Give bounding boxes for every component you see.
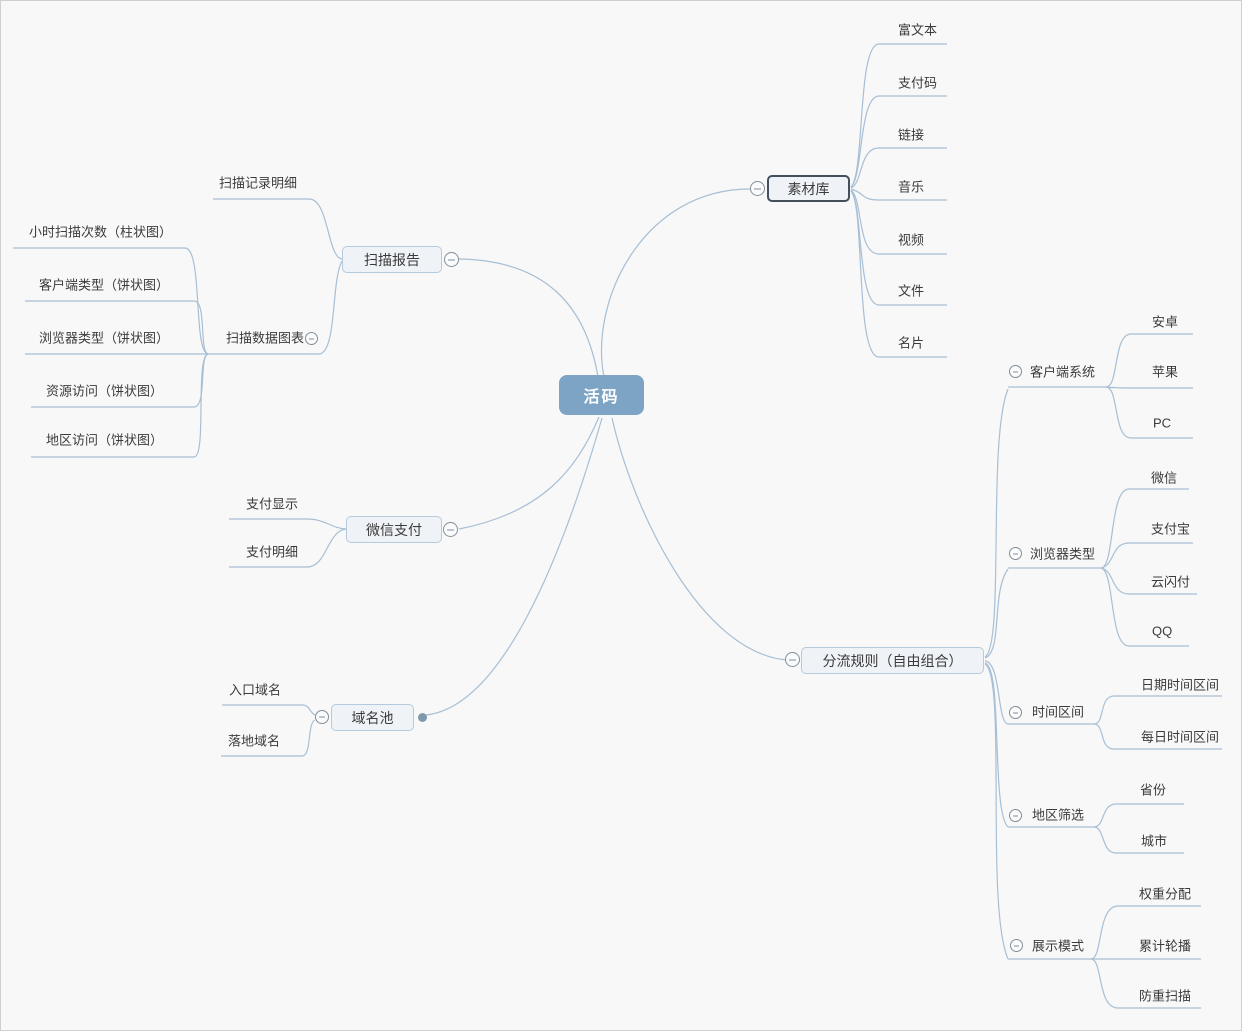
collapse-icon-region-filter[interactable] <box>1009 809 1022 822</box>
node-payment-code[interactable]: 支付码 <box>898 75 938 91</box>
node-domain-pool[interactable]: 域名池 <box>331 704 414 731</box>
collapse-icon-scan-data-charts[interactable] <box>305 332 318 345</box>
node-wechat-pay[interactable]: 微信支付 <box>346 516 442 543</box>
node-scan-data-charts[interactable]: 扫描数据图表 <box>226 330 305 346</box>
node-business-card[interactable]: 名片 <box>898 335 925 351</box>
node-apple[interactable]: 苹果 <box>1152 364 1179 380</box>
node-province[interactable]: 省份 <box>1140 782 1167 798</box>
collapse-icon-split-rules[interactable] <box>785 652 800 667</box>
node-payment-display[interactable]: 支付显示 <box>246 496 299 512</box>
node-qq[interactable]: QQ <box>1152 623 1173 639</box>
collapse-icon-scan-report[interactable] <box>444 252 459 267</box>
node-alipay[interactable]: 支付宝 <box>1151 521 1191 537</box>
collapse-icon-domain-pool[interactable] <box>315 710 329 724</box>
node-display-mode[interactable]: 展示模式 <box>1032 938 1085 954</box>
node-payment-detail[interactable]: 支付明细 <box>246 544 299 560</box>
node-wechat[interactable]: 微信 <box>1151 470 1178 486</box>
collapse-icon-material-library[interactable] <box>750 181 765 196</box>
node-region-filter[interactable]: 地区筛选 <box>1032 807 1085 823</box>
node-cumulative-rotation[interactable]: 累计轮播 <box>1139 938 1192 954</box>
node-scan-record-detail[interactable]: 扫描记录明细 <box>219 175 298 191</box>
collapse-icon-time-interval[interactable] <box>1009 706 1022 719</box>
node-region-visit-pie-chart[interactable]: 地区访问（饼状图） <box>46 432 164 448</box>
node-city[interactable]: 城市 <box>1141 833 1168 849</box>
collapse-icon-wechat-pay[interactable] <box>443 522 458 537</box>
node-client-type-pie-chart[interactable]: 客户端类型（饼状图） <box>39 277 170 293</box>
node-landing-domain[interactable]: 落地域名 <box>228 733 281 749</box>
node-time-interval[interactable]: 时间区间 <box>1032 704 1085 720</box>
collapse-icon-client-system[interactable] <box>1009 365 1022 378</box>
node-link[interactable]: 链接 <box>898 127 925 143</box>
node-hourly-scan-bar-chart[interactable]: 小时扫描次数（柱状图） <box>29 224 173 240</box>
node-anti-duplicate-scan[interactable]: 防重扫描 <box>1139 988 1192 1004</box>
node-daily-time-range[interactable]: 每日时间区间 <box>1141 729 1220 745</box>
node-unionpay[interactable]: 云闪付 <box>1151 574 1191 590</box>
node-rich-text[interactable]: 富文本 <box>898 22 938 38</box>
node-android[interactable]: 安卓 <box>1152 314 1179 330</box>
node-entry-domain[interactable]: 入口域名 <box>229 682 282 698</box>
node-file[interactable]: 文件 <box>898 283 925 299</box>
node-browser-type-pie-chart[interactable]: 浏览器类型（饼状图） <box>39 330 170 346</box>
node-browser-type[interactable]: 浏览器类型 <box>1030 546 1096 562</box>
connection-dot <box>418 713 427 722</box>
node-resource-visit-pie-chart[interactable]: 资源访问（饼状图） <box>46 383 164 399</box>
node-date-time-range[interactable]: 日期时间区间 <box>1141 677 1220 693</box>
node-split-rules[interactable]: 分流规则（自由组合） <box>801 647 984 674</box>
node-weight-allocation[interactable]: 权重分配 <box>1139 886 1192 902</box>
node-root[interactable]: 活码 <box>559 375 644 415</box>
node-video[interactable]: 视频 <box>898 232 925 248</box>
node-scan-report[interactable]: 扫描报告 <box>342 246 442 273</box>
node-client-system[interactable]: 客户端系统 <box>1030 364 1096 380</box>
collapse-icon-display-mode[interactable] <box>1010 939 1023 952</box>
collapse-icon-browser-type[interactable] <box>1009 547 1022 560</box>
node-pc[interactable]: PC <box>1153 415 1172 431</box>
node-music[interactable]: 音乐 <box>898 179 925 195</box>
node-material-library[interactable]: 素材库 <box>767 175 850 202</box>
